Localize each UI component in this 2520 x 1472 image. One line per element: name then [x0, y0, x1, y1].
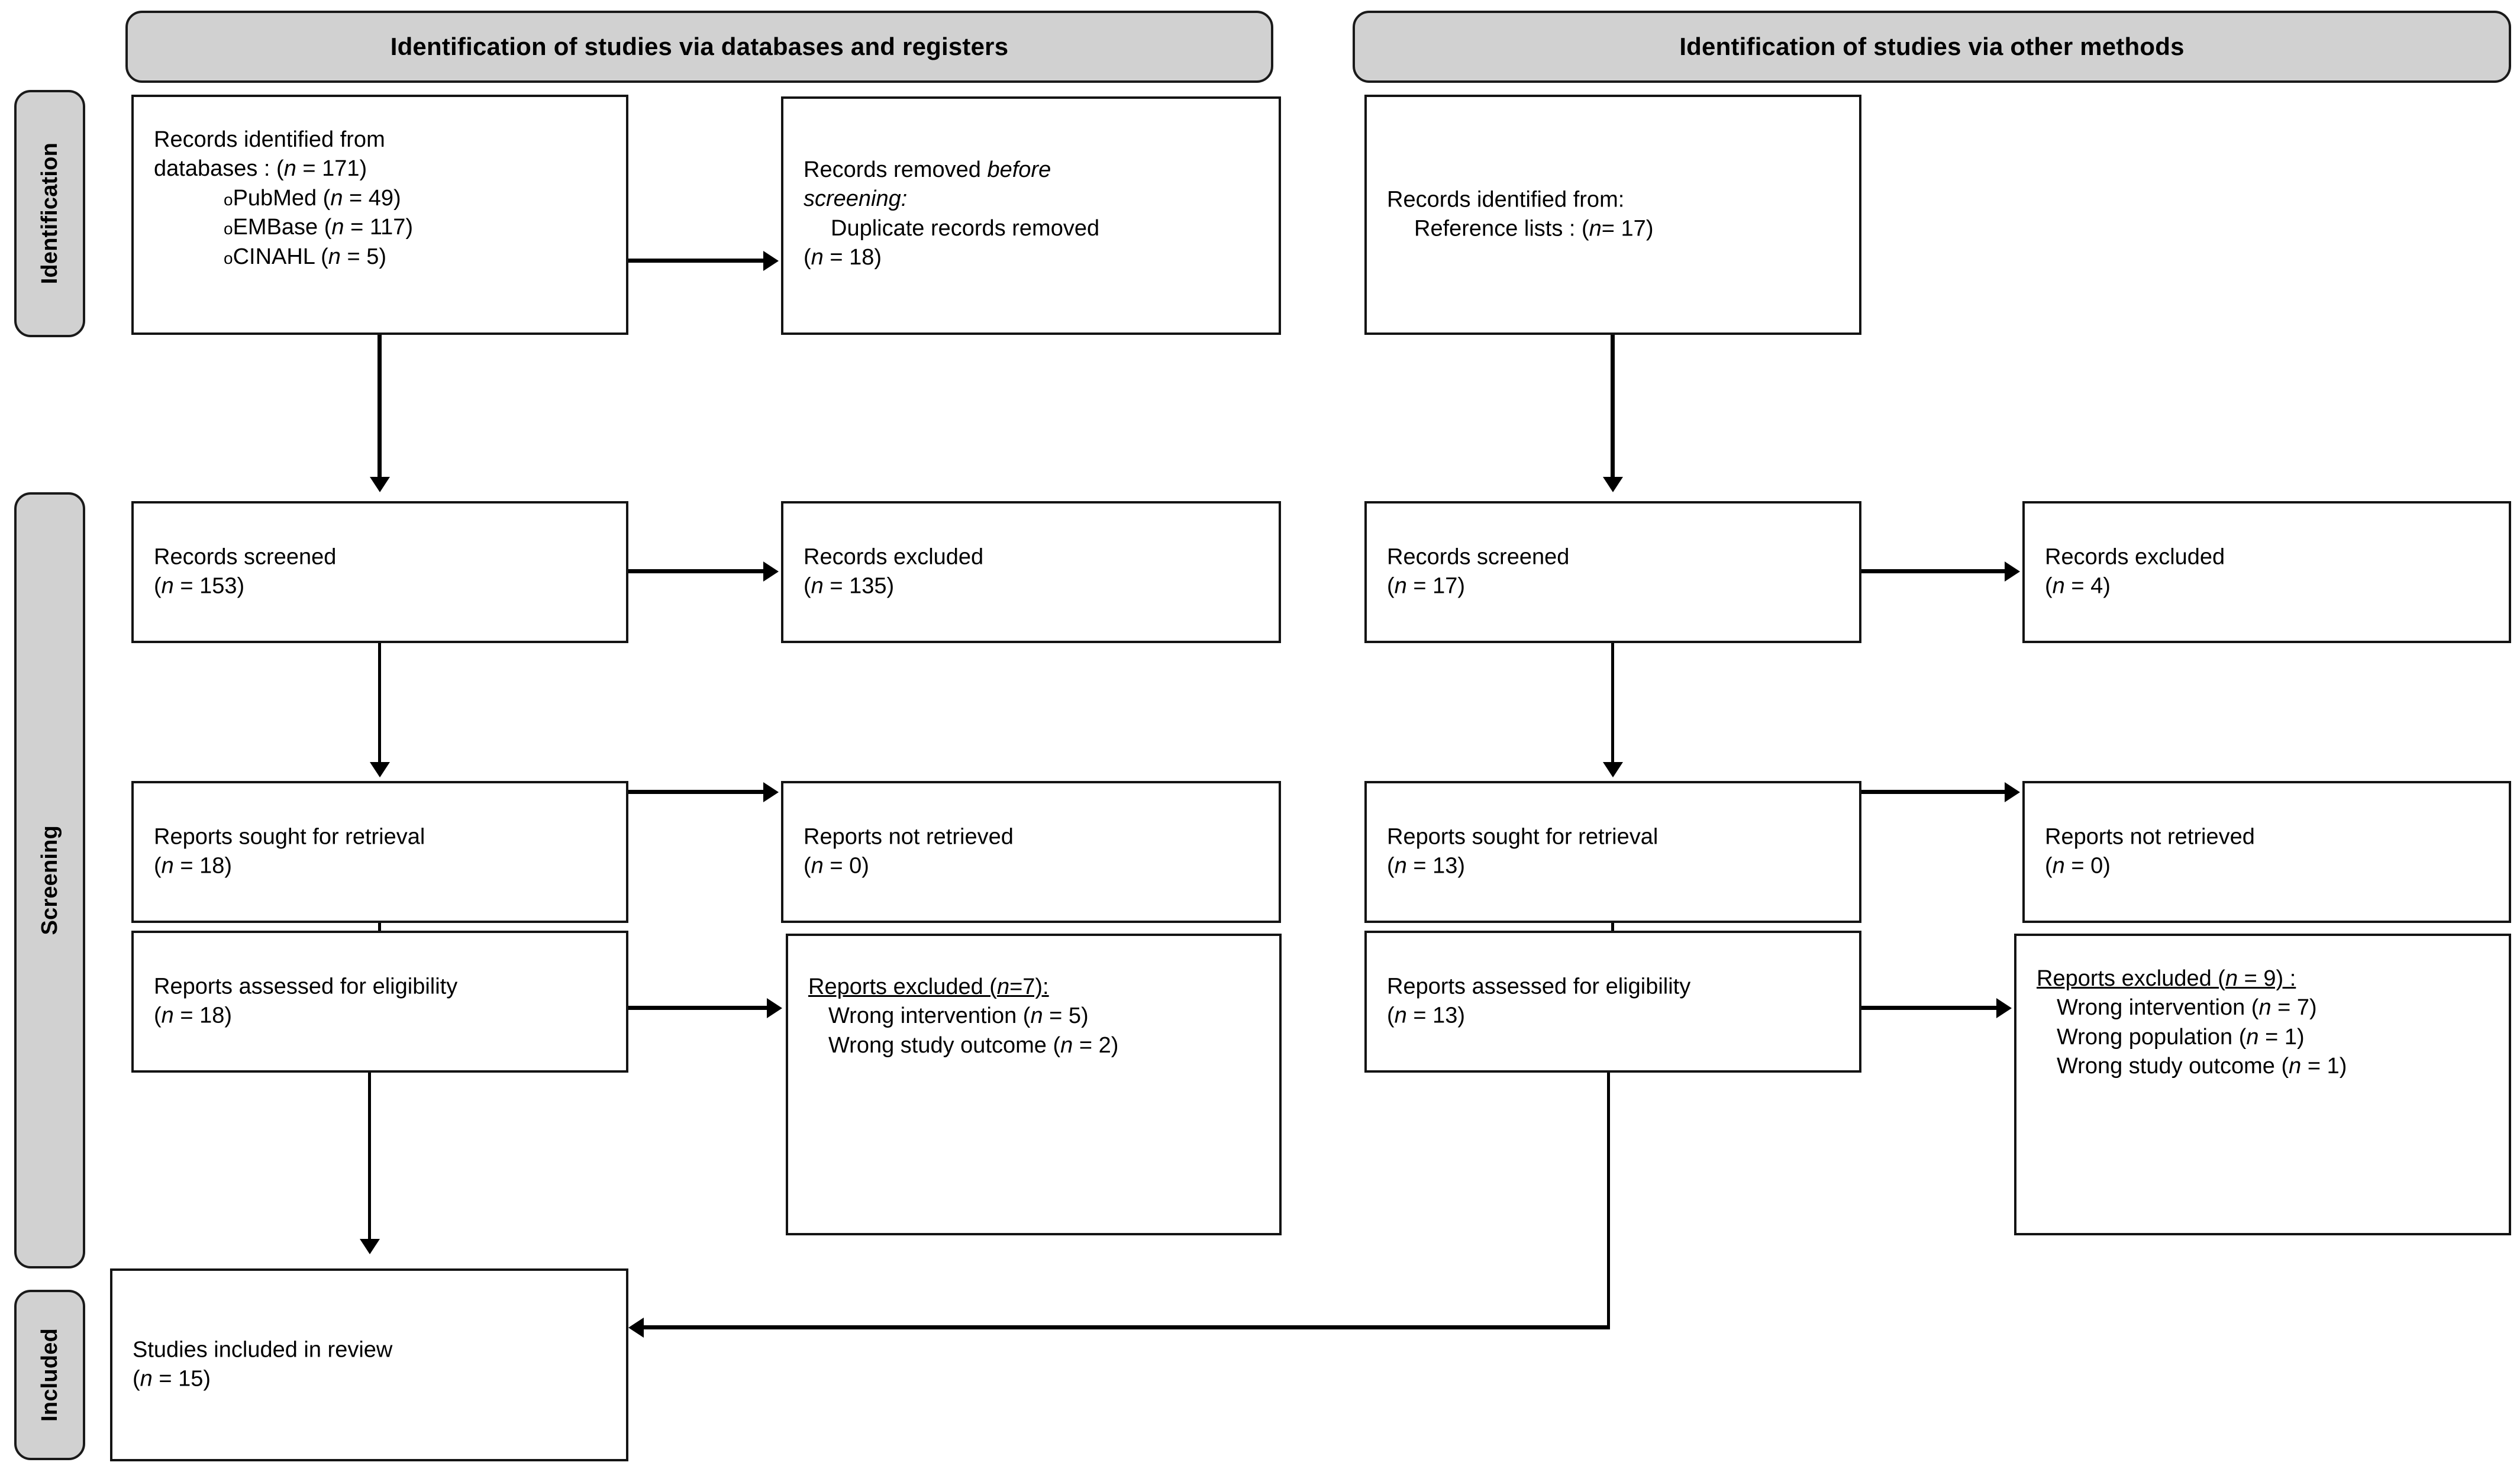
header-bar-other-methods: Identification of studies via other meth… [1353, 11, 2511, 83]
reports-assessed-other-title: Reports assessed for eligibility [1387, 974, 1691, 999]
box-records-identified-databases: Records identified from databases : (n =… [131, 95, 628, 335]
arrow-screened-to-sought-db [370, 762, 390, 777]
arrow-other-identified-to-screened [1603, 477, 1623, 492]
header-label-other-methods: Identification of studies via other meth… [1679, 33, 2185, 60]
header-label-databases: Identification of studies via databases … [390, 33, 1009, 60]
reports-sought-other-count: (n = 13) [1387, 854, 1466, 879]
arrow-screened-to-excluded-db [763, 561, 779, 582]
box-records-excluded-other: Records excluded (n = 4) [2022, 501, 2511, 643]
phase-bar-identification: Identification [14, 90, 85, 337]
connector-sought-to-notretrieved-db [628, 790, 766, 794]
box-reports-assessed-databases: Reports assessed for eligibility (n = 18… [131, 931, 628, 1073]
box-records-removed-before-screening: Records removed before screening: Duplic… [781, 96, 1281, 335]
studies-included-count: (n = 15) [133, 1367, 211, 1392]
connector-assessed-other-drop [1607, 1073, 1610, 1328]
arrow-sought-to-notretrieved-db [763, 782, 779, 802]
connector-assessed-to-excluded-db [628, 1006, 769, 1010]
reports-assessed-db-count: (n = 18) [154, 1003, 233, 1028]
reports-sought-db-count: (n = 18) [154, 854, 233, 879]
arrow-identified-to-removed [763, 251, 779, 271]
records-excluded-db-title: Records excluded [804, 544, 984, 570]
connector-sought-to-notretrieved-other [1861, 790, 2007, 794]
connector-screened-to-excluded-db [628, 569, 766, 573]
arrow-other-to-included [628, 1318, 644, 1338]
connector-assessed-to-excluded-other [1861, 1006, 1999, 1010]
source-cinahl: oCINAHL (n = 5) [224, 244, 386, 269]
connector-screened-to-excluded-other [1861, 569, 2007, 573]
box-reports-not-retrieved-databases: Reports not retrieved (n = 0) [781, 781, 1281, 923]
box-reports-not-retrieved-other: Reports not retrieved (n = 0) [2022, 781, 2511, 923]
reports-not-retrieved-db-count: (n = 0) [804, 854, 869, 879]
reports-excluded-other-reason-3: Wrong study outcome (n = 1) [2057, 1054, 2347, 1079]
box-records-screened-databases: Records screened (n = 153) [131, 501, 628, 643]
box-reports-excluded-other: Reports excluded (n = 9) : Wrong interve… [2014, 934, 2511, 1235]
reports-not-retrieved-other-count: (n = 0) [2045, 854, 2111, 879]
records-removed-line2: screening: [804, 186, 908, 212]
records-identified-line2: databases : (n = 171) [154, 156, 367, 182]
records-screened-other-title: Records screened [1387, 544, 1570, 570]
records-excluded-other-title: Records excluded [2045, 544, 2225, 570]
arrow-assessed-to-excluded-db [767, 998, 782, 1018]
reports-excluded-other-reason-1: Wrong intervention (n = 7) [2057, 995, 2317, 1021]
box-studies-included: Studies included in review (n = 15) [110, 1268, 628, 1461]
box-reports-sought-databases: Reports sought for retrieval (n = 18) [131, 781, 628, 923]
box-records-screened-other: Records screened (n = 17) [1364, 501, 1861, 643]
box-records-identified-other: Records identified from: Reference lists… [1364, 95, 1861, 335]
reports-not-retrieved-other-title: Reports not retrieved [2045, 824, 2255, 850]
header-bar-databases: Identification of studies via databases … [125, 11, 1273, 83]
reference-lists-count: Reference lists : (n= 17) [1414, 217, 1654, 241]
duplicate-records-removed: Duplicate records removed [831, 215, 1100, 241]
records-removed-line1: Records removed before [804, 157, 1051, 182]
arrow-assessed-to-excluded-other [1996, 998, 2012, 1018]
reports-excluded-db-reason-2: Wrong study outcome (n = 2) [828, 1032, 1119, 1058]
studies-included-title: Studies included in review [133, 1337, 393, 1363]
records-excluded-other-count: (n = 4) [2045, 574, 2111, 599]
box-reports-excluded-databases: Reports excluded (n=7): Wrong interventi… [786, 934, 1282, 1235]
records-screened-db-count: (n = 153) [154, 574, 245, 599]
records-screened-other-count: (n = 17) [1387, 574, 1466, 599]
reports-excluded-other-reason-2: Wrong population (n = 1) [2057, 1024, 2305, 1050]
connector-other-identified-to-screened [1611, 335, 1615, 480]
arrow-identified-to-screened [370, 477, 390, 492]
reports-sought-db-title: Reports sought for retrieval [154, 824, 425, 850]
source-pubmed: oPubMed (n = 49) [224, 185, 401, 211]
phase-label-screening: Screening [37, 825, 62, 935]
connector-screened-to-sought-other [1611, 643, 1614, 766]
phase-bar-screening: Screening [14, 492, 85, 1268]
connector-identified-to-removed [628, 259, 766, 263]
phase-label-identification: Identification [37, 143, 62, 285]
connector-screened-to-sought-db [378, 643, 381, 766]
connector-other-to-included [644, 1325, 1610, 1329]
reports-excluded-db-heading: Reports excluded (n=7): [808, 974, 1049, 999]
reports-excluded-db-reason-1: Wrong intervention (n = 5) [828, 1003, 1089, 1029]
reports-assessed-db-title: Reports assessed for eligibility [154, 974, 458, 999]
records-excluded-db-count: (n = 135) [804, 574, 895, 599]
records-screened-db-title: Records screened [154, 544, 337, 570]
connector-identified-to-screened [377, 335, 382, 480]
box-records-excluded-databases: Records excluded (n = 135) [781, 501, 1281, 643]
records-identified-other-line1: Records identified from: [1387, 187, 1625, 212]
box-reports-sought-other: Reports sought for retrieval (n = 13) [1364, 781, 1861, 923]
duplicate-records-count: (n = 18) [804, 245, 882, 270]
source-embase: oEMBase (n = 117) [224, 215, 414, 240]
reports-assessed-other-count: (n = 13) [1387, 1003, 1466, 1028]
phase-bar-included: Included [14, 1290, 85, 1460]
phase-label-included: Included [37, 1328, 62, 1422]
reports-excluded-other-heading: Reports excluded (n = 9) : [2037, 966, 2296, 991]
box-reports-assessed-other: Reports assessed for eligibility (n = 13… [1364, 931, 1861, 1073]
records-identified-line1: Records identified from [154, 127, 385, 152]
reports-sought-other-title: Reports sought for retrieval [1387, 824, 1659, 850]
arrow-screened-to-sought-other [1603, 762, 1623, 777]
arrow-assessed-db-to-included [360, 1239, 380, 1254]
arrow-sought-to-notretrieved-other [2005, 782, 2020, 802]
reports-not-retrieved-db-title: Reports not retrieved [804, 824, 1014, 850]
connector-assessed-db-to-included [368, 1073, 371, 1243]
arrow-screened-to-excluded-other [2005, 561, 2020, 582]
